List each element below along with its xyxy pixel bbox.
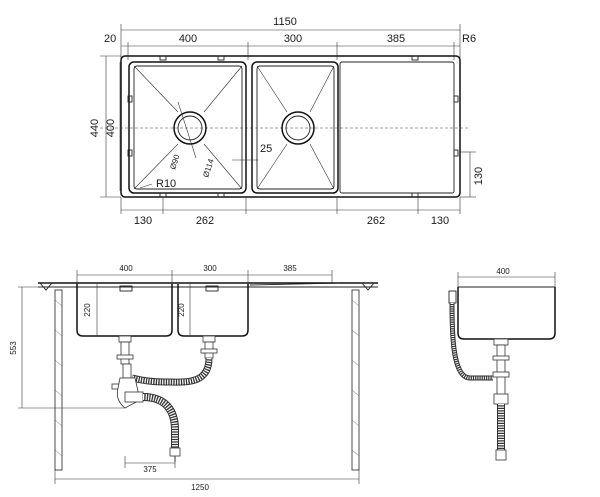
corner-radius-label: R6 [462, 33, 476, 45]
drain-offset-label: 375 [143, 465, 157, 474]
front-bowl2-width-label: 300 [203, 264, 217, 273]
clip-span-left-label: 262 [196, 215, 214, 227]
front-view: 400 300 385 220 220 [9, 264, 378, 492]
bowl-2-front [177, 284, 249, 337]
overall-width-label: 1150 [273, 16, 297, 28]
bowl2-depth-label: 220 [177, 303, 186, 317]
bowl2-width-label: 300 [284, 33, 302, 45]
side-view: 400 [448, 267, 556, 461]
drain-inner-diameter-label: Ø90 [168, 153, 181, 171]
bowl1-width-label: 400 [179, 33, 197, 45]
cabinet-height-label: 553 [9, 341, 18, 355]
drain-bowl-1 [173, 111, 207, 145]
offset-25-label: 25 [260, 143, 272, 155]
sink-outline [120, 55, 461, 198]
inner-radius-label: R10 [156, 178, 176, 190]
drainboard-width-label: 385 [387, 33, 405, 45]
drain-outer-diameter-label: Ø114 [201, 157, 216, 178]
front-bowl1-width-label: 400 [119, 264, 133, 273]
side-bowl-width-label: 400 [496, 267, 510, 276]
bowl-1-top [128, 61, 247, 194]
clip-span-right-label: 262 [367, 215, 385, 227]
clip-offset-right-label: 130 [431, 215, 449, 227]
overall-depth-label: 440 [89, 119, 101, 137]
drain-pipework [111, 335, 218, 462]
clip-offset-left-label: 130 [134, 215, 152, 227]
edge-offset-label: 20 [104, 33, 116, 45]
top-view: 1150 20 400 300 385 R6 440 400 Ø90 Ø114 … [89, 16, 485, 227]
side-clip-height-label: 130 [473, 167, 485, 185]
drainboard-top [339, 61, 455, 194]
bowl1-depth-label: 220 [83, 303, 92, 317]
bowl-2-top [251, 61, 339, 194]
drain-bowl-2 [281, 111, 315, 145]
bowl-side [457, 287, 556, 340]
cabinet-width-label: 1250 [191, 483, 209, 492]
front-drainboard-width-label: 385 [283, 264, 297, 273]
